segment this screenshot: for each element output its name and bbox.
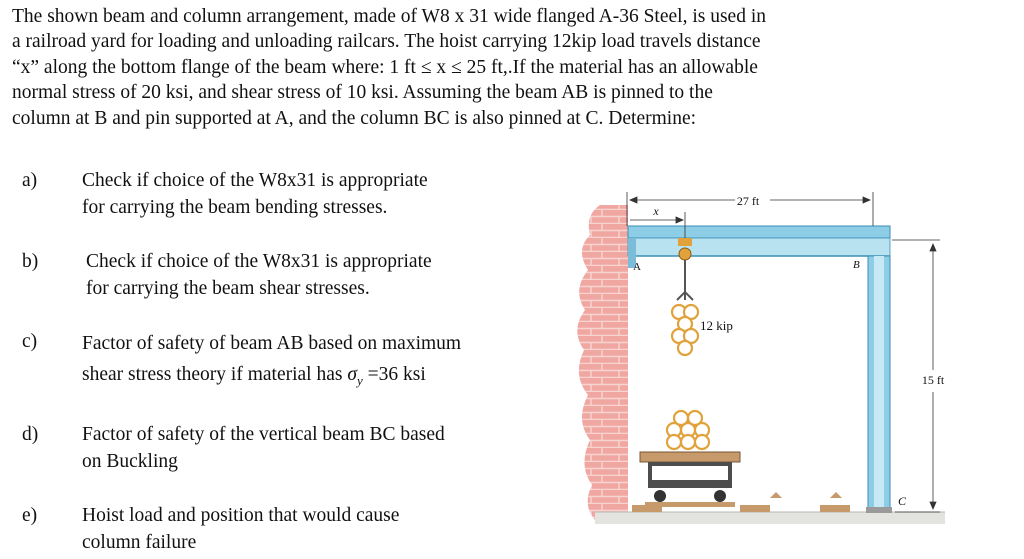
beam-ab — [627, 225, 891, 257]
height-dimension — [892, 239, 940, 513]
x-label: x — [652, 204, 659, 218]
question-line: Hoist load and position that would cause — [82, 505, 400, 526]
question-line: for carrying the beam shear stresses. — [86, 278, 370, 299]
railcar — [639, 409, 741, 507]
wall-support — [628, 238, 636, 268]
intro-line: column at B and pin supported at A, and … — [12, 107, 697, 129]
intro-line: “x” along the bottom flange of the beam … — [12, 56, 758, 78]
sigma-symbol: σ — [347, 364, 357, 385]
question-c: c) Factor of safety of beam AB based on … — [22, 328, 562, 392]
span-label: 27 ft — [737, 194, 760, 208]
rail-ties — [632, 492, 850, 512]
question-letter: e) — [22, 505, 38, 526]
question-d: d) Factor of safety of the vertical beam… — [22, 421, 562, 481]
intro-line: a railroad yard for loading and unloadin… — [12, 31, 761, 53]
question-line: column failure — [82, 532, 197, 553]
column-bc — [866, 255, 892, 513]
point-a-label: A — [633, 261, 641, 273]
question-letter: b) — [22, 251, 39, 272]
question-line: shear stress theory if material has σy =… — [82, 359, 461, 396]
beam-column-figure: 27 ft x 15 ft 12 kip A B C — [577, 192, 945, 524]
brick-wall — [577, 205, 628, 520]
span-dimension — [626, 192, 874, 226]
question-line: Check if choice of the W8x31 is appropri… — [82, 170, 428, 191]
question-letter: a) — [22, 170, 38, 191]
question-text: Check if choice of the W8x31 is appropri… — [82, 167, 428, 221]
question-text: Check if choice of the W8x31 is appropri… — [86, 248, 432, 302]
x-dimension — [630, 212, 686, 238]
question-text: Factor of safety of the vertical beam BC… — [82, 421, 445, 475]
point-b-label: B — [853, 259, 860, 271]
question-line-text: shear stress theory if material has — [82, 364, 343, 385]
load-label: 12 kip — [700, 318, 733, 333]
question-line: Factor of safety of beam AB based on max… — [82, 333, 462, 354]
intro-line: The shown beam and column arrangement, m… — [12, 6, 766, 27]
hanging-pipes — [670, 303, 700, 357]
ground — [595, 511, 945, 524]
question-line: on Buckling — [82, 451, 178, 472]
intro-line: normal stress of 20 ksi, and shear stres… — [12, 82, 713, 104]
question-e: e) Hoist load and position that would ca… — [22, 502, 562, 558]
height-label: 15 ft — [922, 373, 945, 387]
question-b: b) Check if choice of the W8x31 is appro… — [22, 248, 562, 308]
question-line: Factor of safety of the vertical beam BC… — [82, 424, 445, 445]
question-letter: d) — [22, 424, 39, 445]
sigma-value: =36 ksi — [362, 364, 426, 385]
question-text: Hoist load and position that would cause… — [82, 502, 399, 556]
question-line: Check if choice of the W8x31 is appropri… — [86, 251, 432, 272]
hoist — [676, 238, 694, 301]
point-c-label: C — [898, 494, 907, 508]
question-line: for carrying the beam bending stresses. — [82, 197, 388, 218]
sigma-subscript: y — [356, 372, 363, 388]
question-letter: c) — [22, 331, 38, 352]
question-text: Factor of safety of beam AB based on max… — [82, 328, 461, 396]
question-a: a) Check if choice of the W8x31 is appro… — [22, 167, 562, 227]
problem-statement: The shown beam and column arrangement, m… — [12, 4, 1012, 131]
